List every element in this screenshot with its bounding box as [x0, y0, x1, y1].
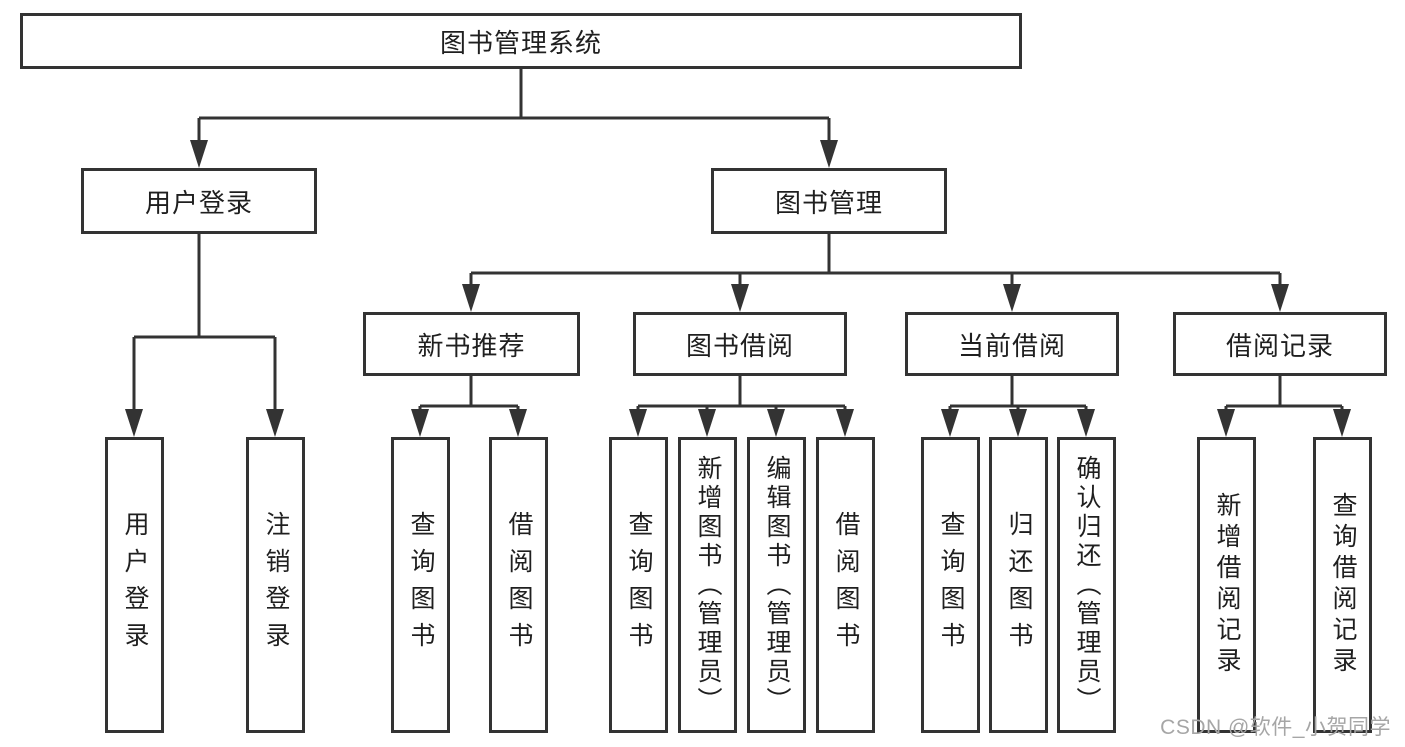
leaf-borrow-books-newbooks-label: 借阅图书	[505, 511, 533, 659]
leaf-query-books-current: 查询图书	[921, 437, 980, 733]
leaf-logout-login-label: 注销登录	[262, 511, 290, 659]
node-borrowing-records: 借阅记录	[1173, 312, 1387, 376]
leaf-add-borrow-record-label: 新增借阅记录	[1213, 492, 1241, 678]
leaf-edit-books-admin: 编辑图书（管理员）	[747, 437, 806, 733]
leaf-add-books-admin: 新增图书（管理员）	[678, 437, 737, 733]
node-book-borrowing-label: 图书借阅	[685, 330, 794, 361]
leaf-query-borrow-record-label: 查询借阅记录	[1329, 492, 1357, 678]
leaf-query-books-current-label: 查询图书	[937, 511, 965, 659]
node-book-borrowing: 图书借阅	[633, 312, 847, 376]
node-user-login-label: 用户登录	[144, 187, 253, 218]
node-library-system-label: 图书管理系统	[439, 27, 602, 58]
leaf-query-books-borrowing: 查询图书	[609, 437, 668, 733]
node-book-management: 图书管理	[711, 168, 947, 234]
leaf-confirm-return-admin: 确认归还（管理员）	[1057, 437, 1116, 733]
leaf-logout-login: 注销登录	[246, 437, 305, 733]
leaf-query-books-newbooks-label: 查询图书	[407, 511, 435, 659]
leaf-borrow-books-borrowing-label: 借阅图书	[832, 511, 860, 659]
leaf-return-books-label: 归还图书	[1005, 511, 1033, 659]
node-book-management-label: 图书管理	[774, 187, 883, 218]
leaf-return-books: 归还图书	[989, 437, 1048, 733]
leaf-user-login: 用户登录	[105, 437, 164, 733]
node-current-borrowing-label: 当前借阅	[957, 330, 1066, 361]
leaf-confirm-return-admin-label: 确认归还（管理员）	[1073, 454, 1101, 716]
node-borrowing-records-label: 借阅记录	[1225, 330, 1334, 361]
node-new-book-recommend: 新书推荐	[363, 312, 580, 376]
leaf-edit-books-admin-label: 编辑图书（管理员）	[763, 454, 791, 716]
watermark: CSDN @软件_小贺同学	[1160, 716, 1391, 739]
leaf-user-login-label: 用户登录	[121, 511, 149, 659]
node-current-borrowing: 当前借阅	[905, 312, 1119, 376]
leaf-query-borrow-record: 查询借阅记录	[1313, 437, 1372, 733]
node-library-system: 图书管理系统	[20, 13, 1022, 69]
node-user-login: 用户登录	[81, 168, 317, 234]
leaf-add-borrow-record: 新增借阅记录	[1197, 437, 1256, 733]
leaf-borrow-books-newbooks: 借阅图书	[489, 437, 548, 733]
node-new-book-recommend-label: 新书推荐	[417, 330, 526, 361]
leaf-query-books-newbooks: 查询图书	[391, 437, 450, 733]
leaf-borrow-books-borrowing: 借阅图书	[816, 437, 875, 733]
leaf-add-books-admin-label: 新增图书（管理员）	[694, 454, 722, 716]
leaf-query-books-borrowing-label: 查询图书	[625, 511, 653, 659]
